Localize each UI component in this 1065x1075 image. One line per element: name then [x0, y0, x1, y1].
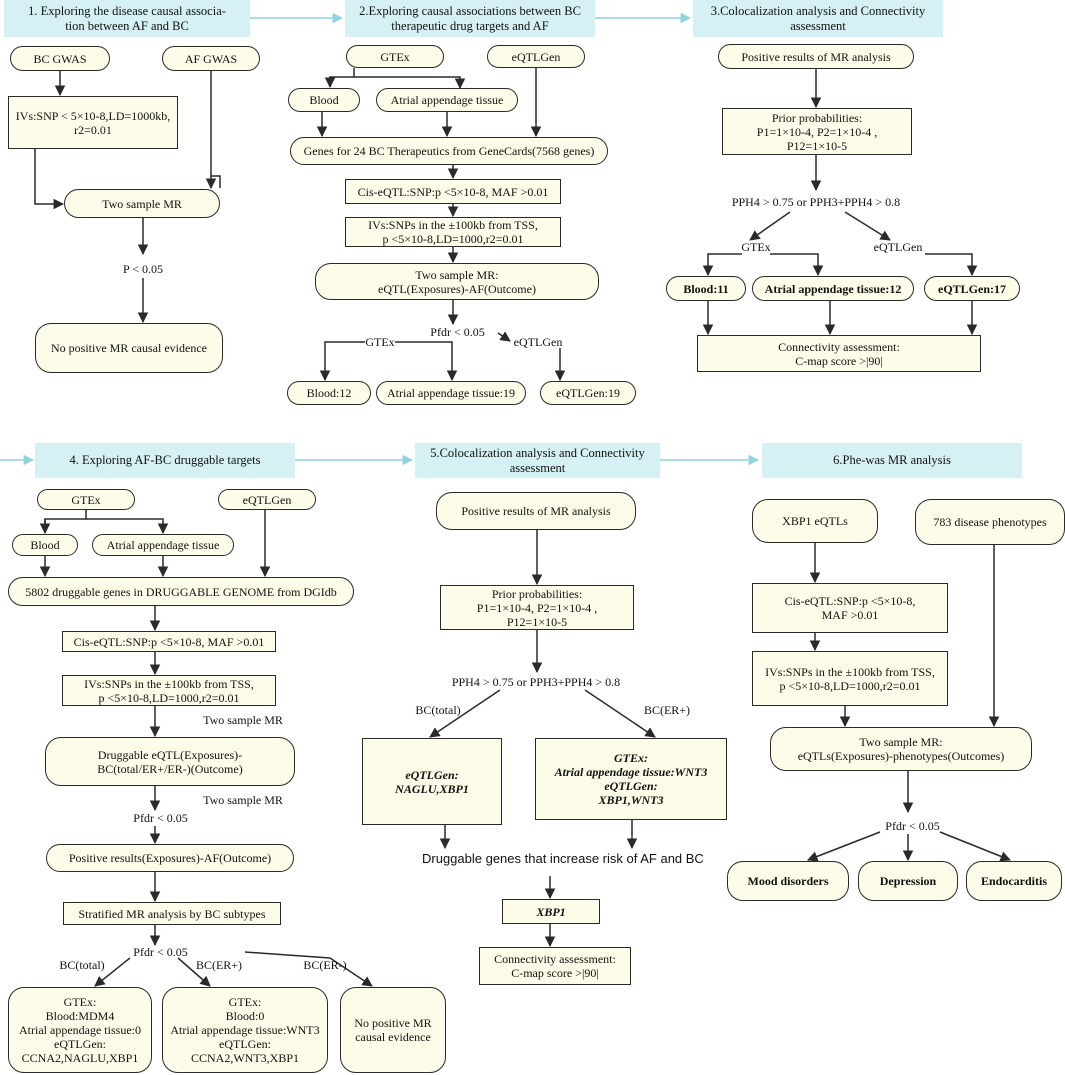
- p4-eqtlgen-node: eQTLGen: [218, 489, 316, 510]
- p4-cis-eqtl-node: Cis-eQTL:SNP:p <5×10-8, MAF >0.01: [62, 631, 276, 652]
- p4-druggable-eqtl-node: Druggable eQTL(Exposures)- BC(total/ER+/…: [45, 737, 295, 786]
- p5-bc-total-label: BC(total): [415, 703, 461, 717]
- p4-result-bc-erp-node: GTEx: Blood:0 Atrial appendage tissue:WN…: [162, 987, 328, 1073]
- p6-cis-eqtl-node: Cis-eQTL:SNP:p <5×10-8, MAF >0.01: [752, 583, 948, 633]
- p6-endocarditis-node: Endocarditis: [966, 861, 1062, 901]
- header-section-2: 2.Exploring causal associations between …: [345, 0, 595, 37]
- p2-genes-node: Genes for 24 BC Therapeutics from GeneCa…: [290, 137, 608, 165]
- p2-eqtlgen19-node: eQTLGen:19: [540, 381, 636, 405]
- p2-ivs-node: IVs:SNPs in the ±100kb from TSS, p <5×10…: [345, 217, 561, 247]
- p2-eqtlgen-node: eQTLGen: [487, 45, 585, 68]
- p6-xbp1-eqtls-node: XBP1 eQTLs: [752, 499, 878, 543]
- p3-atrial12-node: Atrial appendage tissue:12: [752, 276, 914, 301]
- p5-result-bc-erp-node: GTEx: Atrial appendage tissue:WNT3 eQTLG…: [535, 738, 727, 820]
- p6-pfdr-label: Pfdr < 0.05: [885, 819, 940, 833]
- p2-pfdr-label: Pfdr < 0.05: [430, 325, 485, 339]
- p3-eqtlgen-label: eQTLGen: [873, 240, 923, 254]
- p2-eqtlgen-label: eQTLGen: [513, 335, 563, 349]
- p4-mr-label-1: Two sample MR: [203, 713, 283, 727]
- p2-blood12-node: Blood:12: [287, 381, 371, 405]
- p4-blood-node: Blood: [12, 534, 78, 556]
- bc-gwas-node: BC GWAS: [10, 46, 110, 71]
- p4-bc-erp-label: BC(ER+): [195, 958, 243, 972]
- af-gwas-node: AF GWAS: [162, 46, 260, 71]
- p4-result-bc-ern-node: No positive MR causal evidence: [340, 987, 446, 1073]
- p4-atrial-node: Atrial appendage tissue: [92, 534, 234, 556]
- p5-positive-node: Positive results of MR analysis: [436, 492, 636, 530]
- p4-pfdr-label-2: Pfdr < 0.05: [133, 945, 188, 959]
- p4-mr-label-2: Two sample MR: [203, 793, 283, 807]
- p2-gtex-node: GTEx: [346, 45, 444, 68]
- p1-no-evidence-node: No positive MR causal evidence: [35, 323, 223, 373]
- header-section-5: 5.Colocalization analysis and Connectivi…: [415, 443, 660, 478]
- p2-atrial19-node: Atrial appendage tissue:19: [376, 381, 526, 405]
- p3-pph-label: PPH4 > 0.75 or PPH3+PPH4 > 0.8: [731, 195, 901, 209]
- p5-prior-node: Prior probabilities: P1=1×10-4, P2=1×10-…: [440, 585, 634, 630]
- p5-pph-label: PPH4 > 0.75 or PPH3+PPH4 > 0.8: [451, 675, 621, 689]
- p6-two-sample-mr-node: Two sample MR: eQTLs(Exposures)-phenotyp…: [770, 727, 1032, 771]
- p2-cis-eqtl-node: Cis-eQTL:SNP:p <5×10-8, MAF >0.01: [345, 179, 561, 204]
- p4-positive-results-node: Positive results(Exposures)-AF(Outcome): [46, 844, 294, 872]
- p4-stratified-node: Stratified MR analysis by BC subtypes: [63, 902, 281, 925]
- p2-atrial-node: Atrial appendage tissue: [376, 88, 518, 112]
- p3-positive-node: Positive results of MR analysis: [718, 44, 914, 69]
- p6-mood-disorders-node: Mood disorders: [727, 861, 849, 901]
- p4-gtex-node: GTEx: [37, 489, 135, 510]
- p3-gtex-label: GTEx: [741, 240, 771, 254]
- p4-bc-ern-label: BC(ER-): [303, 958, 347, 972]
- header-section-4: 4. Exploring AF-BC druggable targets: [35, 443, 295, 478]
- header-section-3: 3.Colocalization analysis and Connectivi…: [693, 0, 943, 37]
- header-section-6: 6.Phe-was MR analysis: [762, 443, 1022, 478]
- p5-druggable-genes-label: Druggable genes that increase risk of AF…: [422, 851, 704, 866]
- p6-ivs-node: IVs:SNPs in the ±100kb from TSS, p <5×10…: [752, 651, 948, 706]
- p2-two-sample-mr-node: Two sample MR: eQTL(Exposures)-AF(Outcom…: [315, 263, 599, 300]
- p5-xbp1-node: XBP1: [502, 899, 600, 924]
- p1-two-sample-mr-node: Two sample MR: [64, 189, 220, 218]
- header-section-1: 1. Exploring the disease causal associa-…: [4, 0, 250, 37]
- p5-result-bc-total-node: eQTLGen: NAGLU,XBP1: [362, 738, 502, 825]
- p3-prior-node: Prior probabilities: P1=1×10-4, P2=1×10-…: [722, 108, 912, 155]
- p4-pfdr-label-1: Pfdr < 0.05: [133, 811, 188, 825]
- p2-gtex-label: GTEx: [365, 335, 395, 349]
- p1-p-threshold-label: P < 0.05: [123, 262, 163, 276]
- p3-eqtlgen17-node: eQTLGen:17: [924, 276, 1020, 301]
- p4-ivs-node: IVs:SNPs in the ±100kb from TSS, p <5×10…: [62, 675, 276, 706]
- p2-blood-node: Blood: [288, 88, 360, 112]
- p4-druggable-genome-node: 5802 druggable genes in DRUGGABLE GENOME…: [8, 577, 354, 606]
- p5-cmap-node: Connectivity assessment: C-map score >|9…: [479, 947, 631, 985]
- p3-blood11-node: Blood:11: [666, 276, 746, 301]
- p1-ivs-node: IVs:SNP < 5×10-8,LD=1000kb, r2=0.01: [8, 96, 178, 149]
- p6-phenotypes-node: 783 disease phenotypes: [915, 499, 1065, 545]
- p4-result-bc-total-node: GTEx: Blood:MDM4 Atrial appendage tissue…: [8, 987, 152, 1073]
- p6-depression-node: Depression: [858, 861, 958, 901]
- p4-bc-total-label: BC(total): [59, 958, 105, 972]
- p5-bc-erp-label: BC(ER+): [643, 703, 691, 717]
- p3-cmap-node: Connectivity assessment: C-map score >|9…: [697, 335, 981, 372]
